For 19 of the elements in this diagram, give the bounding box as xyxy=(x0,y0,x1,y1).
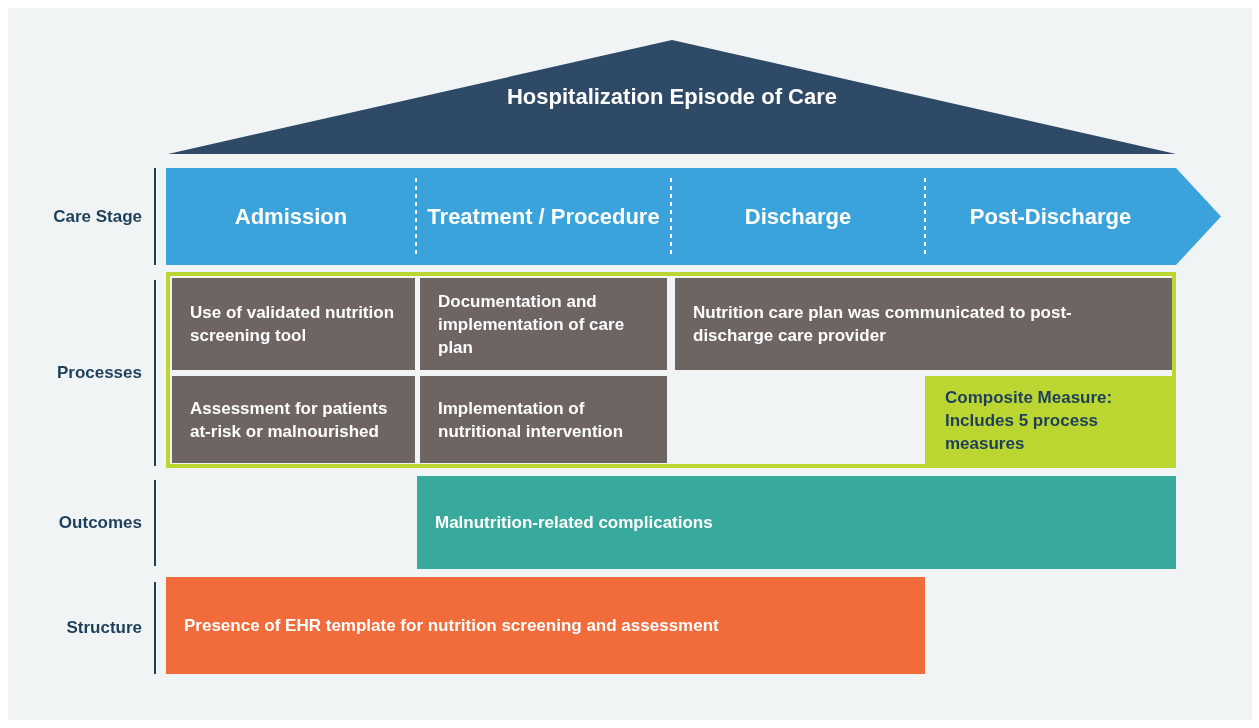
row-label: Processes xyxy=(55,362,142,384)
row-label: Care Stage xyxy=(52,205,142,228)
row-label: Structure xyxy=(65,617,142,639)
process-box: Implementation of nutritional intervention xyxy=(420,376,667,463)
stage-label: Treatment / Procedure xyxy=(416,168,671,265)
stage-label: Admission xyxy=(166,168,416,265)
outcome-box: Malnutrition-related complications xyxy=(417,476,1176,569)
row-label: Outcomes xyxy=(57,512,142,534)
process-box: Use of validated nutrition screening tool xyxy=(172,278,415,370)
process-box: Assessment for patients at-risk or malnourished xyxy=(172,376,415,463)
process-box: Nutrition care plan was communicated to post-discharge care provider xyxy=(675,278,1172,370)
structure-box: Presence of EHR template for nutrition screening and assessment xyxy=(166,577,925,674)
stage-label: Post-Discharge xyxy=(925,168,1176,265)
roof-title: Hospitalization Episode of Care xyxy=(505,83,838,111)
stage-label: Discharge xyxy=(671,168,925,265)
process-box: Documentation and implementation of care plan xyxy=(420,278,667,370)
measure-text: Composite Measure: xyxy=(945,386,1114,409)
measure-text: Includes 5 process measures xyxy=(945,409,1100,455)
process-frame xyxy=(166,272,1176,468)
